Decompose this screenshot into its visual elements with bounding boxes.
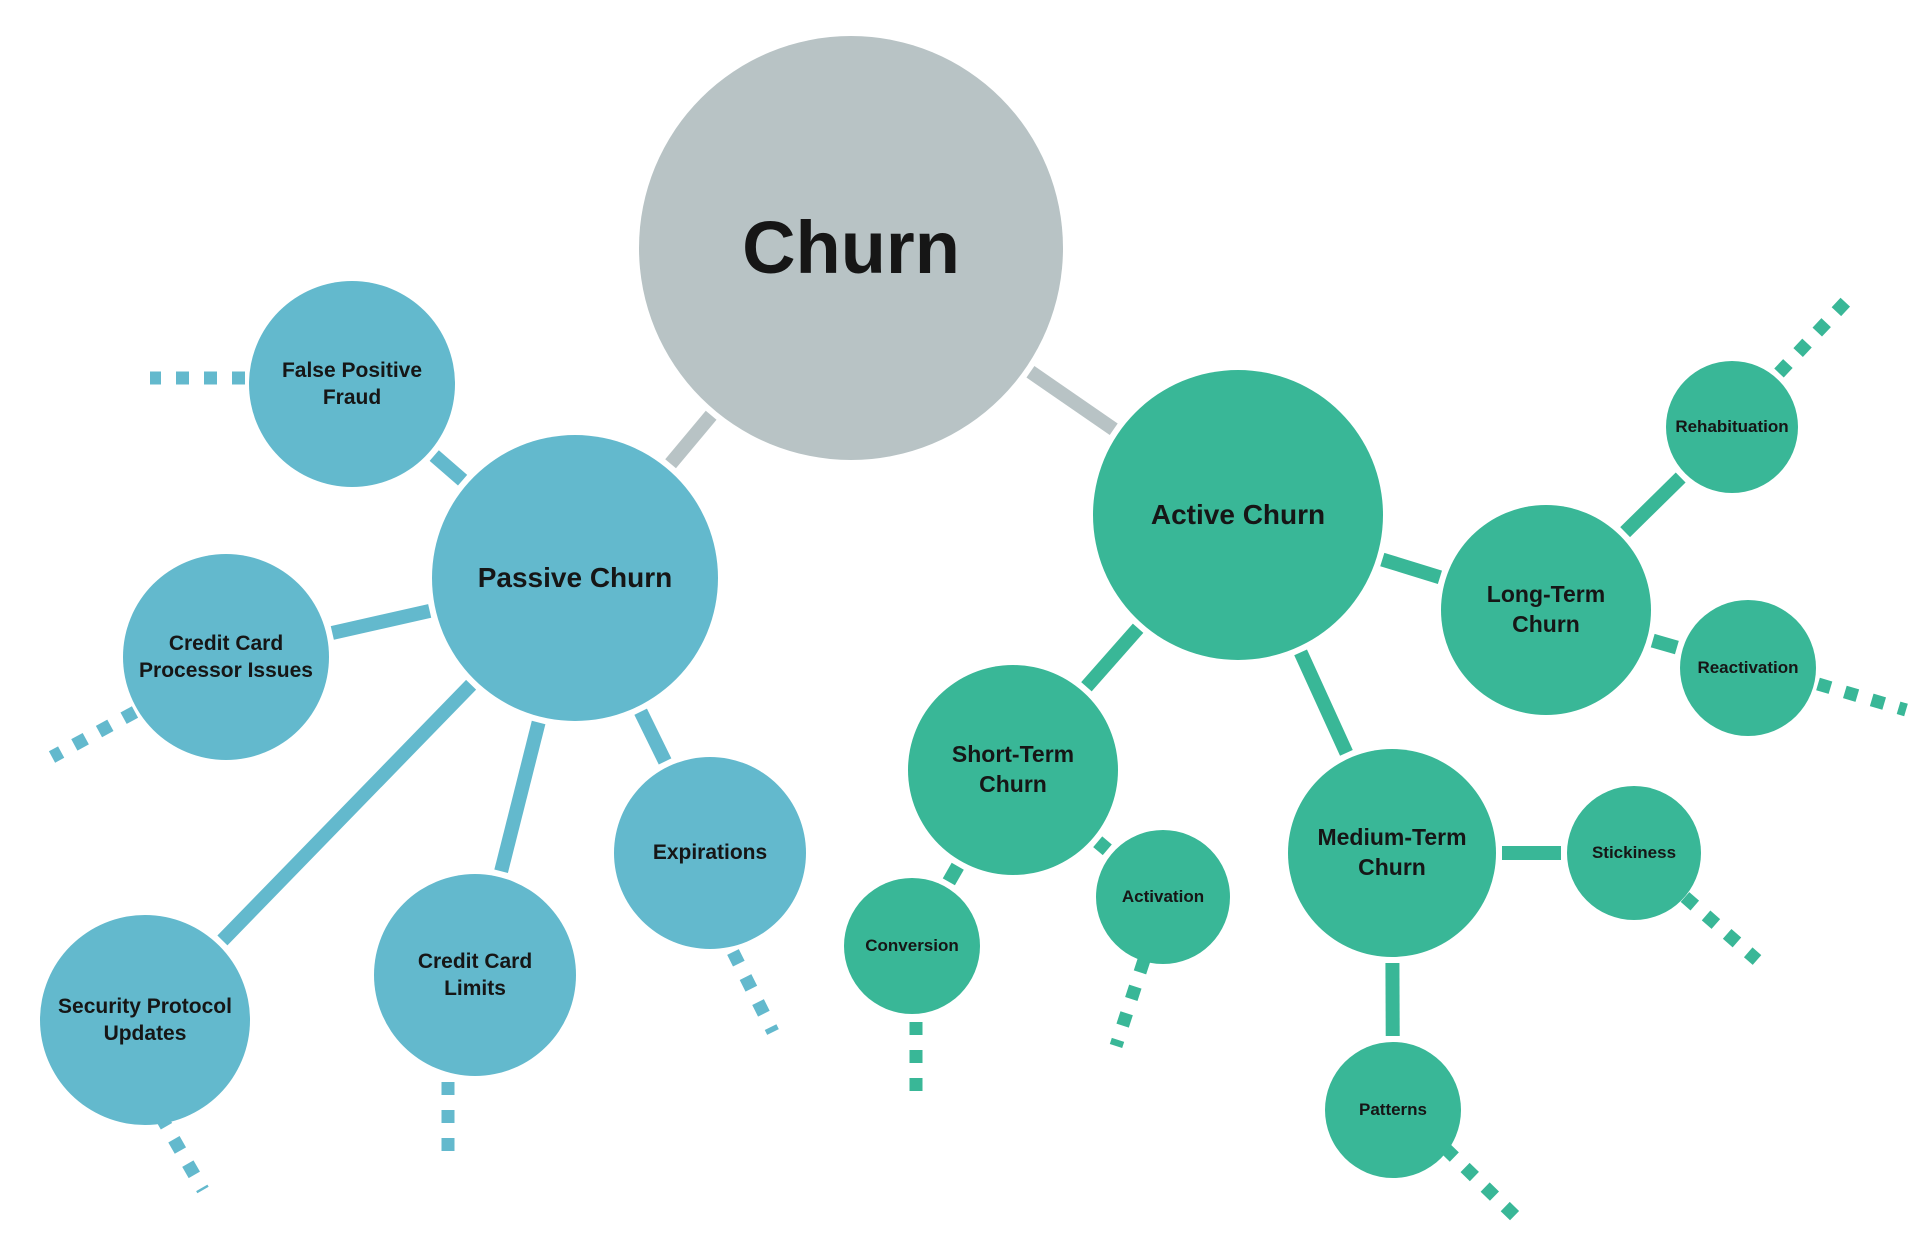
node-label: Security Protocol Updates <box>58 994 232 1045</box>
edge-long-react <box>1650 633 1679 655</box>
node-conversion[interactable]: Conversion <box>844 878 980 1014</box>
edge-passive-ccpi <box>330 604 432 640</box>
node-active[interactable]: Active Churn <box>1093 370 1383 660</box>
edge-short-activation <box>1093 836 1112 856</box>
edge-passive-spu <box>217 679 477 946</box>
node-label: Rehabituation <box>1675 416 1789 436</box>
edge-churn-passive <box>665 410 717 469</box>
edge-passive-exp <box>634 708 672 765</box>
node-label: Credit Card Processor Issues <box>139 631 313 682</box>
node-label: Passive Churn <box>477 561 673 593</box>
edge-passive-fpf <box>429 450 468 486</box>
edge-active-short <box>1081 623 1144 692</box>
node-label: Active Churn <box>1150 498 1326 530</box>
node-label: Expirations <box>652 841 768 865</box>
node-label: Activation <box>1121 886 1205 906</box>
node-ccl[interactable]: Credit Card Limits <box>374 874 576 1076</box>
node-label: Conversion <box>865 935 959 955</box>
node-label: Short-Term Churn <box>951 741 1075 797</box>
dashed-tail-rehab <box>1774 290 1857 378</box>
node-react[interactable]: Reactivation <box>1680 600 1816 736</box>
node-churn[interactable]: Churn <box>639 36 1063 460</box>
node-ccpi[interactable]: Credit Card Processor Issues <box>123 554 329 760</box>
node-passive[interactable]: Passive Churn <box>432 435 718 721</box>
node-label: Reactivation <box>1697 657 1799 677</box>
edge-churn-active <box>1026 366 1118 436</box>
node-label: Churn <box>742 205 960 289</box>
edge-passive-ccl <box>494 720 546 873</box>
node-patterns[interactable]: Patterns <box>1325 1042 1461 1178</box>
node-long[interactable]: Long-Term Churn <box>1441 505 1651 715</box>
node-label: Patterns <box>1358 1099 1428 1119</box>
node-exp[interactable]: Expirations <box>614 757 806 949</box>
node-label: Long-Term Churn <box>1486 581 1606 637</box>
edge-short-conversion <box>942 862 964 886</box>
node-rehab[interactable]: Rehabituation <box>1666 361 1798 493</box>
node-fpf[interactable]: False Positive Fraud <box>249 281 455 487</box>
node-short[interactable]: Short-Term Churn <box>908 665 1118 875</box>
edge-active-long <box>1380 552 1442 584</box>
node-label: Stickiness <box>1591 842 1677 862</box>
node-label: Medium-Term Churn <box>1317 824 1467 880</box>
node-label: Credit Card Limits <box>417 949 533 1000</box>
node-stickiness[interactable]: Stickiness <box>1567 786 1701 920</box>
node-spu[interactable]: Security Protocol Updates <box>40 915 250 1125</box>
node-medium[interactable]: Medium-Term Churn <box>1288 749 1496 957</box>
node-label: False Positive Fraud <box>281 358 423 409</box>
node-activation[interactable]: Activation <box>1096 830 1230 964</box>
edge-long-rehab <box>1620 472 1686 538</box>
edge-active-medium <box>1294 649 1353 756</box>
